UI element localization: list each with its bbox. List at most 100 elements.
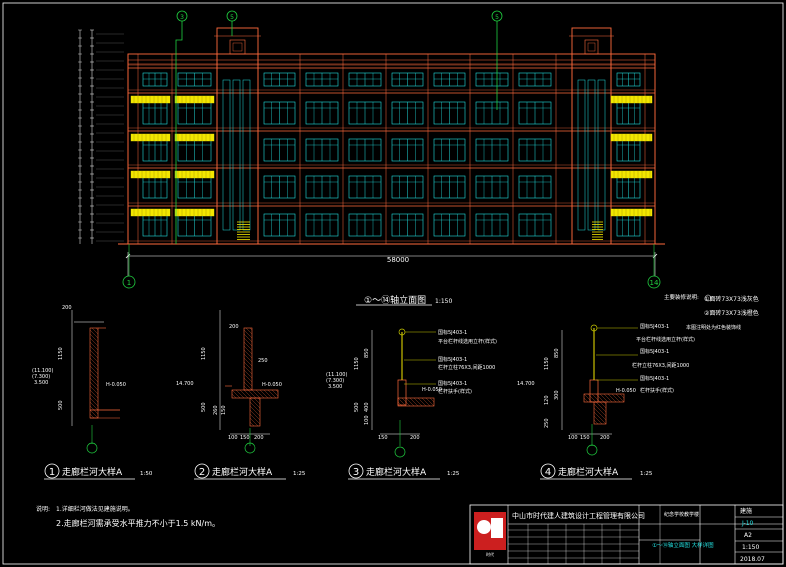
balcony-railing	[130, 208, 171, 217]
d2-dim-200: 200	[254, 435, 264, 441]
d4-slab-hatch	[619, 393, 625, 399]
balcony-railing	[610, 170, 653, 179]
svg-text:走廊栏河大样: 走廊栏河大样	[558, 466, 612, 478]
d1-dim-500: 500	[58, 400, 64, 410]
d2-slab-hatch	[239, 389, 249, 399]
company-name: 中山市时代建人建筑设计工程管理有限公司	[512, 511, 645, 520]
balcony-railing	[174, 133, 215, 142]
d2-dim-1150: 1150	[201, 347, 207, 360]
d2-slab-hatch	[263, 389, 273, 399]
svg-text:走廊栏河大样: 走廊栏河大样	[366, 466, 420, 478]
d4-beam-hatch	[593, 411, 607, 425]
d2-axis-bubble	[244, 442, 256, 454]
axis-bubble-5	[226, 10, 238, 22]
d2-wall-hatch	[243, 353, 253, 363]
svg-text:走廊栏河大样: 走廊栏河大样	[212, 466, 266, 478]
discipline-label: 建施	[740, 507, 752, 515]
detail-3-title: 3 走廊栏河大样 A 1:25	[348, 463, 460, 480]
legend-item-1: ①面砖73X73浅灰色	[704, 295, 759, 303]
d1-wall-hatch	[89, 381, 99, 391]
svg-text:1:25: 1:25	[640, 471, 653, 477]
d2-slab-hatch	[235, 389, 245, 399]
d3-slab-hatch	[421, 397, 431, 407]
d2-beam-hatch	[249, 409, 261, 421]
d3-slab-hatch	[425, 397, 435, 407]
drawing-title: ①～⑭轴立面图 大样详图	[652, 541, 714, 549]
d2-beam	[249, 397, 261, 427]
d1-wall-hatch	[89, 349, 99, 359]
d1-h-label: H-0.050	[106, 382, 126, 388]
d2-slab-hatch	[251, 389, 261, 399]
d2-wall-hatch	[243, 361, 253, 371]
tower-strip-window	[222, 79, 231, 231]
d1-wall-hatch	[89, 365, 99, 375]
d2-wall-hatch	[243, 385, 249, 391]
legend-item-3: 本图注明处为红色装饰线	[686, 324, 741, 331]
d2-elev: 14.700	[176, 381, 194, 387]
legend-item-2: ②面砖73X73浅橙色	[704, 309, 759, 317]
d3-axis-bubble	[394, 446, 406, 458]
d1-wall-hatch	[89, 389, 99, 399]
d4-slab-hatch	[607, 393, 617, 403]
notes-label: 说明:	[36, 505, 50, 513]
d4-slab-hatch	[591, 393, 601, 403]
d4-beam-hatch	[593, 403, 607, 417]
svg-text:1:50: 1:50	[140, 471, 153, 477]
d2-beam-hatch	[249, 397, 261, 409]
overall-dim-tick	[652, 253, 658, 259]
elevation-scale: 1:150	[435, 298, 452, 305]
balcony-railing	[130, 170, 171, 179]
d4-beam	[593, 401, 607, 425]
d3-slab-hatch	[397, 397, 407, 407]
balcony-railing	[130, 133, 171, 142]
balcony-railing	[174, 170, 215, 179]
d2-dim-150b: 150	[240, 435, 250, 441]
axis-bubble-1	[122, 275, 136, 289]
overall-dimension: 58000	[387, 256, 409, 264]
d3-slab-hatch	[413, 397, 423, 407]
tower-strip-window	[597, 79, 606, 231]
d2-wall-hatch	[243, 381, 253, 391]
d2-wall-hatch	[249, 327, 253, 331]
d4-beam-hatch	[593, 419, 599, 425]
d2-dim-top: 200	[229, 324, 239, 330]
d4-note-6: 栏杆扶手(样式)	[640, 387, 674, 394]
d1-wall-hatch	[89, 337, 99, 347]
d2-beam-hatch	[249, 417, 259, 427]
d2-wall-hatch	[243, 373, 253, 383]
d3-dim-150: 150	[378, 435, 388, 441]
d4-axis-bubble	[586, 444, 598, 456]
svg-text:A: A	[420, 468, 427, 478]
d2-slab-hatch	[247, 389, 257, 399]
d2-wall-hatch	[243, 329, 253, 339]
d2-beam-hatch	[249, 401, 261, 413]
d2-wall-hatch	[243, 345, 253, 355]
axis-label-1: 1	[127, 279, 131, 287]
svg-text:1: 1	[49, 467, 55, 478]
sheet-size: A2	[744, 532, 752, 539]
svg-text:A: A	[116, 468, 123, 478]
title-block	[469, 504, 784, 565]
d4-note-1: 国标5J403-1	[640, 323, 669, 330]
d3-dim-1150: 1150	[354, 357, 360, 370]
d3-slab-hatch	[417, 397, 427, 407]
d2-wall-hatch	[243, 349, 253, 359]
d3-note-4: 栏杆立柱76X3,间距1000	[438, 364, 495, 371]
d4-note-5: 国标5J403-1	[640, 375, 669, 382]
d3-dim-200: 200	[410, 435, 420, 441]
d4-dim-100: 100	[568, 435, 578, 441]
d2-wall-hatch	[243, 377, 253, 387]
tower-strip-window	[242, 79, 251, 231]
d3-elev-1: (11.100)	[326, 372, 347, 378]
d2-slab-hatch	[231, 389, 241, 399]
balcony-railing	[130, 95, 171, 104]
d4-dim-1150: 1150	[544, 357, 550, 370]
d2-slab-hatch	[275, 389, 279, 393]
overall-dim-tick	[125, 253, 131, 259]
d1-wall-hatch	[91, 327, 99, 335]
d1-elev-2: (7.300)	[32, 374, 50, 380]
detail-drawings	[71, 310, 638, 458]
d3-note-5: 国标5J403-1	[438, 380, 467, 387]
d4-dim-250: 250	[544, 418, 550, 428]
detail-2-title: 2 走廊栏河大样 A 1:25	[194, 463, 306, 480]
